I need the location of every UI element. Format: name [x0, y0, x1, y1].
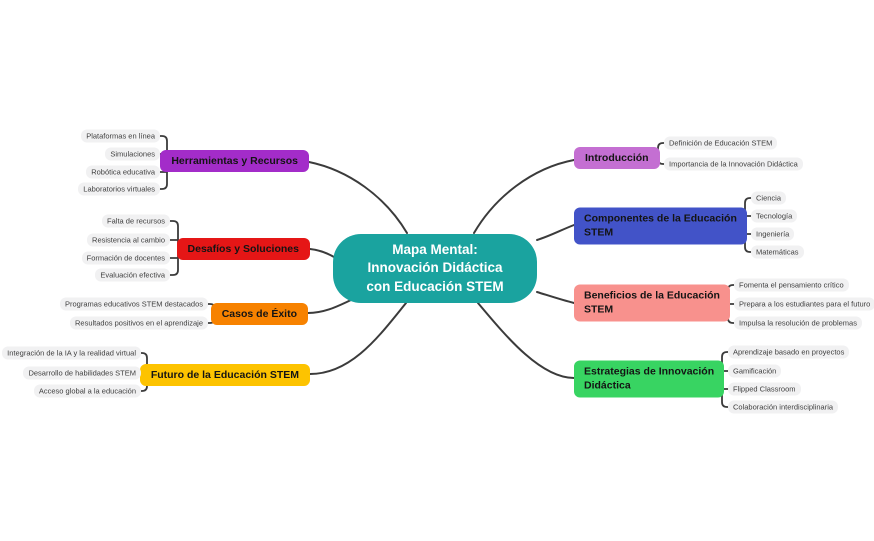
connector-curve-casos: [307, 299, 352, 314]
central-topic-label: Mapa Mental:: [392, 241, 478, 257]
leaf-node-futuro-2[interactable]: Acceso global a la educación: [33, 384, 141, 398]
leaf-node-futuro-0[interactable]: Integración de la IA y la realidad virtu…: [2, 346, 141, 360]
leaf-node-estrategias-3[interactable]: Colaboración interdisciplinaria: [728, 400, 839, 414]
branch-label: Desafíos y Soluciones: [187, 243, 299, 255]
connector-curve-introduccion: [473, 159, 575, 234]
branch-node-herramientas[interactable]: Herramientas y Recursos: [160, 150, 309, 172]
leaf-node-desafios-2[interactable]: Formación de docentes: [81, 251, 170, 265]
branch-label: Estrategias de Innovación: [584, 365, 715, 378]
central-topic-label: Innovación Didáctica: [367, 260, 503, 276]
branch-node-desafios[interactable]: Desafíos y Soluciones: [176, 238, 310, 260]
branch-label: Componentes de la Educación: [584, 212, 737, 225]
leaf-node-componentes-0[interactable]: Ciencia: [751, 191, 787, 205]
leaf-node-componentes-1[interactable]: Tecnología: [751, 209, 798, 223]
leaf-node-casos-1[interactable]: Resultados positivos en el aprendizaje: [70, 316, 208, 330]
connector-curve-beneficios: [536, 291, 575, 304]
branch-node-introduccion[interactable]: Introducción: [574, 147, 660, 169]
leaf-node-herramientas-3[interactable]: Laboratorios virtuales: [78, 182, 160, 196]
branch-label: Casos de Éxito: [221, 308, 297, 320]
connector-curve-estrategias: [477, 302, 575, 379]
leaf-node-beneficios-2[interactable]: Impulsa la resolución de problemas: [734, 316, 862, 330]
leaf-node-componentes-3[interactable]: Matemáticas: [751, 245, 804, 259]
connector-curve-herramientas: [308, 161, 408, 234]
connector-curve-desafios: [309, 248, 335, 258]
branch-label: Beneficios de la Educación: [584, 289, 720, 302]
leaf-node-introduccion-1[interactable]: Importancia de la Innovación Didáctica: [664, 157, 803, 171]
branch-label: Didáctica: [584, 379, 631, 391]
leaf-node-desafios-3[interactable]: Evaluación efectiva: [95, 268, 170, 282]
leaf-node-futuro-1[interactable]: Desarrollo de habilidades STEM: [23, 366, 141, 380]
branch-label: Herramientas y Recursos: [171, 155, 298, 167]
branch-label: STEM: [584, 226, 614, 238]
leaf-node-estrategias-1[interactable]: Gamificación: [728, 364, 782, 378]
branch-label: STEM: [584, 303, 614, 315]
leaf-node-estrategias-0[interactable]: Aprendizaje basado en proyectos: [728, 345, 850, 359]
branch-label: Futuro de la Educación STEM: [150, 369, 299, 381]
connector-curve-futuro: [309, 302, 407, 375]
leaf-node-beneficios-0[interactable]: Fomenta el pensamiento crítico: [734, 278, 849, 292]
leaf-node-desafios-0[interactable]: Falta de recursos: [102, 214, 170, 228]
connector-curve-componentes: [536, 224, 575, 241]
leaf-node-estrategias-2[interactable]: Flipped Classroom: [728, 382, 801, 396]
central-topic-node[interactable]: Mapa Mental: Innovación Didáctica con Educ…: [333, 234, 537, 303]
leaf-node-casos-0[interactable]: Programas educativos STEM destacados: [60, 297, 208, 311]
leaf-node-herramientas-2[interactable]: Robótica educativa: [86, 165, 160, 179]
leaf-node-componentes-2[interactable]: Ingeniería: [751, 227, 795, 241]
central-topic-label: con Educación STEM: [366, 278, 504, 294]
branch-node-futuro[interactable]: Futuro de la Educación STEM: [139, 364, 310, 386]
leaf-node-introduccion-0[interactable]: Definición de Educación STEM: [664, 136, 778, 150]
leaf-node-herramientas-0[interactable]: Plataformas en línea: [81, 129, 160, 143]
branch-node-casos[interactable]: Casos de Éxito: [210, 303, 308, 325]
leaf-node-herramientas-1[interactable]: Simulaciones: [105, 147, 160, 161]
leaf-node-beneficios-1[interactable]: Prepara a los estudiantes para el futuro: [734, 297, 874, 311]
leaf-node-desafios-1[interactable]: Resistencia al cambio: [87, 233, 170, 247]
branch-label: Introducción: [585, 152, 649, 164]
